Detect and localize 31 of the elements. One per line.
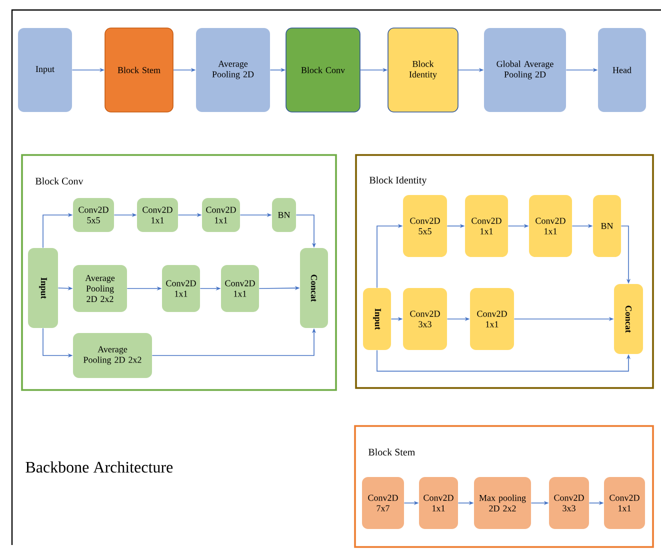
process-box: BN [593,195,621,257]
process-box: Conv2D 5x5 [403,195,447,257]
process-box: Input [28,248,58,328]
process-box: Conv2D 7x7 [362,477,404,529]
process-box: Conv2D 1x1 [221,265,259,312]
process-box: Conv2D 1x1 [529,195,572,257]
process-box: Concat [300,248,328,328]
process-box: Conv2D 1x1 [470,288,514,350]
process-box: Average Pooling 2D 2x2 [73,333,152,378]
process-box: Block Conv [286,28,360,112]
process-box: BN [272,198,296,232]
process-box: Conv2D 1x1 [202,198,240,232]
process-box: Global Average Pooling 2D [484,28,566,112]
process-box: Block Identity [388,28,458,112]
process-box: Conv2D 1x1 [604,477,645,529]
process-box: Conv2D 1x1 [137,198,178,232]
process-box: Head [598,28,646,112]
process-box: Conv2D 1x1 [419,477,458,529]
process-box: Conv2D 1x1 [162,265,200,312]
process-box: Average Pooling 2D [196,28,270,112]
process-box: Conv2D 3x3 [549,477,589,529]
process-box: Block Stem [104,28,174,112]
process-box: Input [363,288,391,350]
process-box: Conv2D 1x1 [465,195,508,257]
process-box: Average Pooling 2D 2x2 [73,265,127,312]
process-box: Concat [614,284,643,354]
heading: Backbone Architecture [26,461,173,473]
process-box: Conv2D 3x3 [403,288,447,350]
process-box: Max pooling 2D 2x2 [474,477,531,529]
process-box: Conv2D 5x5 [73,198,114,232]
process-box: Input [18,28,72,112]
